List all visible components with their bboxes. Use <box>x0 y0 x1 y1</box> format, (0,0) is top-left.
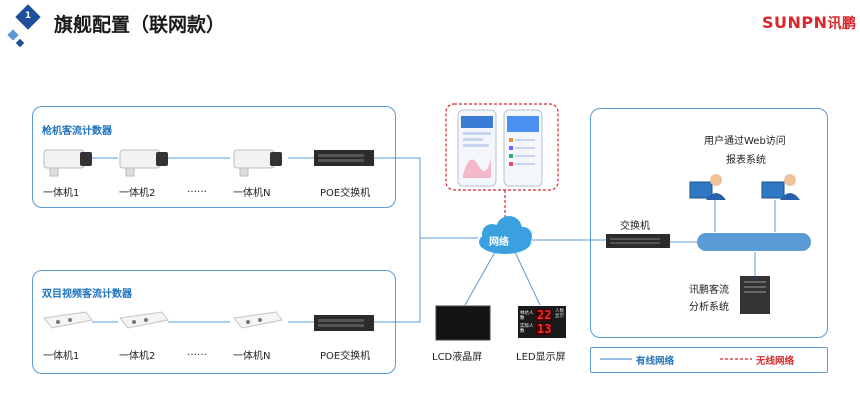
device-ellipsis: …… <box>187 184 207 195</box>
bullet-camera-icon <box>43 149 282 177</box>
led-side-label: 人数显示 <box>555 309 564 319</box>
link-network-led <box>514 251 541 306</box>
cloud-icon <box>479 216 532 254</box>
network-bus <box>697 233 811 251</box>
brand-latin: SUNPN <box>762 13 828 32</box>
device-ellipsis: …… <box>187 347 207 358</box>
link-bot-switch-network <box>374 238 421 323</box>
device-label: 一体机2 <box>119 351 156 362</box>
binocular-panel-title: 双目视频客流计数器 <box>42 289 132 300</box>
led-row1-value: 22 <box>537 308 552 322</box>
switch-label: POE交换机 <box>320 188 371 199</box>
led-row2-value: 13 <box>537 322 552 336</box>
switch-label: POE交换机 <box>320 351 371 362</box>
brand-cn: 讯鹏 <box>827 16 857 32</box>
switch-icon <box>314 150 670 331</box>
analysis-label-2: 分析系统 <box>689 302 729 313</box>
server-icon <box>740 276 770 314</box>
device-label: 一体机N <box>233 351 271 362</box>
page-title: 旗舰配置（联网款） <box>54 14 226 36</box>
header-diamond-icon <box>7 4 41 48</box>
user-computer-icon <box>689 174 800 200</box>
legend-wireless-label: 无线网络 <box>756 356 795 367</box>
step-number: 1 <box>24 11 32 21</box>
led-label: LED显示屏 <box>516 352 566 363</box>
lcd-screen-icon <box>435 305 491 341</box>
led-display-icon <box>518 306 566 338</box>
analysis-label-1: 讯鹏客流 <box>689 285 729 296</box>
device-label: 一体机N <box>233 188 271 199</box>
led-row1-label: 林达人数 <box>520 311 534 321</box>
device-label: 一体机1 <box>43 351 80 362</box>
link-network-lcd <box>464 251 496 306</box>
device-label: 一体机1 <box>43 188 80 199</box>
link-top-switch-network <box>374 157 478 239</box>
lcd-label: LCD液晶屏 <box>432 352 483 363</box>
brand-logo: SUNPN讯鹏 <box>762 13 857 33</box>
phone-app-icon <box>457 109 543 187</box>
binocular-camera-icon <box>43 311 283 329</box>
web-access-label: 用户通过Web访问 <box>704 136 786 147</box>
report-system-label: 报表系统 <box>726 155 766 166</box>
legend-wired-label: 有线网络 <box>636 356 675 367</box>
switch-label: 交换机 <box>620 221 650 232</box>
wireless-box <box>445 103 559 191</box>
device-label: 一体机2 <box>119 188 156 199</box>
led-row2-label: 实际人数 <box>520 324 534 334</box>
network-label: 网络 <box>489 237 509 248</box>
bullet-panel-title: 枪机客流计数器 <box>42 126 112 137</box>
